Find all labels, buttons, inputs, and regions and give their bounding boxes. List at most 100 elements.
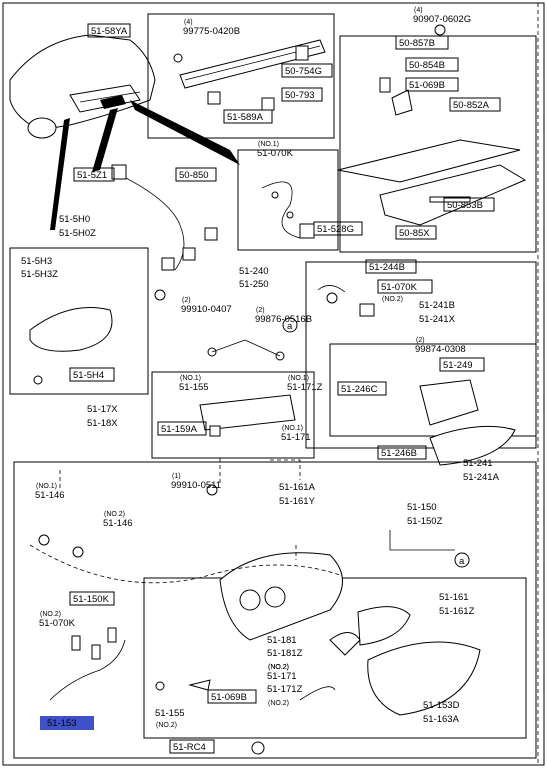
callout-50-852a: 50-852A [449, 97, 501, 112]
callout-text: 51-181Z [267, 648, 303, 659]
garnish-plate [379, 164, 527, 226]
callout-51-146: (NO.1)51-146 [35, 483, 65, 501]
callout-text: 51-17X [87, 404, 118, 415]
callout-text: 51-163A [423, 714, 460, 725]
callout-text: 51-244B [369, 262, 405, 273]
callout-prefix: (4) [184, 19, 193, 26]
callout-51-150z: 51-150Z [407, 516, 443, 527]
callout-51-150k: 51-150K [69, 591, 115, 606]
callout-51-161y: 51-161Y [279, 496, 316, 507]
callout-text: 50-853B [447, 200, 483, 211]
callout-50-854b: 50-854B [405, 57, 459, 72]
callout-prefix: (NO.2) [104, 511, 125, 518]
callout-prefix: (NO.2) [40, 611, 61, 618]
callout-text: 51-153 [47, 718, 77, 729]
callout-99874-0308: (2)99874-0308 [415, 337, 466, 355]
callout-51-5h3z: 51-5H3Z [21, 269, 58, 280]
callout-text: 51-5Z1 [77, 170, 107, 181]
callout-51-246b: 51-246B [377, 445, 427, 460]
callout-prefix: (NO.1) [180, 375, 201, 382]
pointer-swoosh-1 [130, 100, 240, 165]
callout-text: 50-850 [179, 170, 209, 181]
callout-51-241x: 51-241X [419, 314, 456, 325]
callout-51-5h3: 51-5H3 [21, 256, 52, 267]
callout-51-5h0z: 51-5H0Z [59, 228, 96, 239]
callout-51-163a: 51-163A [423, 714, 460, 725]
callout-text: 99775-0420B [183, 26, 240, 37]
callout-text: 51-5H3Z [21, 269, 58, 280]
callout-51-244b: 51-244B [365, 259, 417, 274]
callout-text: 51-58YA [91, 26, 128, 37]
callout-text: 51-150 [407, 502, 437, 513]
ref-circle-a-bottom [454, 552, 470, 568]
callout-51-153: 51-153 [47, 718, 77, 729]
callout-text: 51-250 [239, 279, 269, 290]
callout-text: 51-069B [211, 692, 247, 703]
callout-prefix: (NO.2) [268, 664, 289, 671]
callout-51-241b: 51-241B [419, 300, 455, 311]
callout-text: 51-150Z [407, 516, 443, 527]
callout-text: 51-171Z [287, 382, 323, 393]
callout-text: 51-241A [463, 472, 500, 483]
callout-50-754g: 50-754G [281, 63, 333, 78]
callout-suffix: (NO.2) [156, 722, 177, 729]
callout-51-240: 51-240 [239, 266, 269, 277]
callout-prefix: (NO.1) [282, 425, 303, 432]
highlight-51-153 [40, 716, 94, 730]
callout-51-58ya: 51-58YA [87, 23, 131, 38]
lens-small [357, 606, 411, 646]
callout-prefix: (NO.1) [288, 375, 309, 382]
callout-text: 51-069B [409, 80, 445, 91]
callout-50-85x: 50-85X [395, 225, 437, 240]
callout-51-161: 51-161 [439, 592, 469, 603]
callout-text: 51-146 [103, 518, 133, 529]
callout-text: 50-85X [399, 228, 430, 239]
callout-text: 50-857B [399, 38, 435, 49]
callout-text: 50-854B [409, 60, 445, 71]
callout-text: 51-RC4 [173, 742, 206, 753]
callout-text: 51-171Z [267, 684, 303, 695]
callout-text: 51-161 [439, 592, 469, 603]
callout-51-5z1: 51-5Z1 [73, 167, 115, 182]
callout-text: 51-249 [443, 360, 473, 371]
callout-51-070k: 51-070K(NO.2) [377, 279, 433, 303]
callout-51-5h4: 51-5H4 [69, 367, 115, 382]
callout-text: 51-240 [239, 266, 269, 277]
side-marker-frame [9, 247, 149, 395]
callout-51-181z: 51-181Z [267, 648, 303, 659]
callout-50-793: 50-793 [281, 87, 323, 102]
callout-51-069b: 51-069B [207, 689, 257, 704]
garnish-frame [147, 13, 335, 139]
callout-prefix: (2) [416, 337, 425, 344]
pointer-swoosh-2 [92, 108, 118, 172]
no2-mark: (NO.2) [268, 700, 289, 707]
callout-text: 50-852A [453, 100, 490, 111]
callout-text: 51-5H0Z [59, 228, 96, 239]
callout-text: 99874-0308 [415, 344, 466, 355]
callout-99775-0420b: (4)99775-0420B [183, 19, 240, 37]
callout-51-069b: 51-069B [405, 77, 459, 92]
callout-text: 51-153D [423, 700, 460, 711]
reverse-lamp-frame [305, 261, 537, 449]
callout-prefix: (NO.1) [36, 483, 57, 490]
callout-51-070k: (NO.1)51-070K [257, 141, 294, 159]
callout-text: 51-241 [463, 458, 493, 469]
callout-suffix: (NO.2) [382, 296, 403, 303]
callout-prefix: (1) [172, 473, 181, 480]
callout-51-241: 51-241 [463, 458, 493, 469]
callout-51-5h0: 51-5H0 [59, 214, 90, 225]
callout-51-171: (NO.1)51-171 [281, 425, 311, 443]
callout-51-241a: 51-241A [463, 472, 500, 483]
callout-51-250: 51-250 [239, 279, 269, 290]
callout-99876-0516b: (2)99876-0516B [255, 307, 312, 325]
reverse-lamp-inner-frame [329, 343, 537, 437]
ref-circle-a-top [282, 317, 298, 333]
callout-text: 51-246B [381, 448, 417, 459]
callout-text: 51-528G [317, 224, 354, 235]
callout-text: 51-150K [73, 594, 110, 605]
callout-51-159a: 51-159A [157, 421, 207, 436]
reverse-lamp-housing [419, 379, 479, 426]
callout-text: 50-754G [285, 66, 322, 77]
